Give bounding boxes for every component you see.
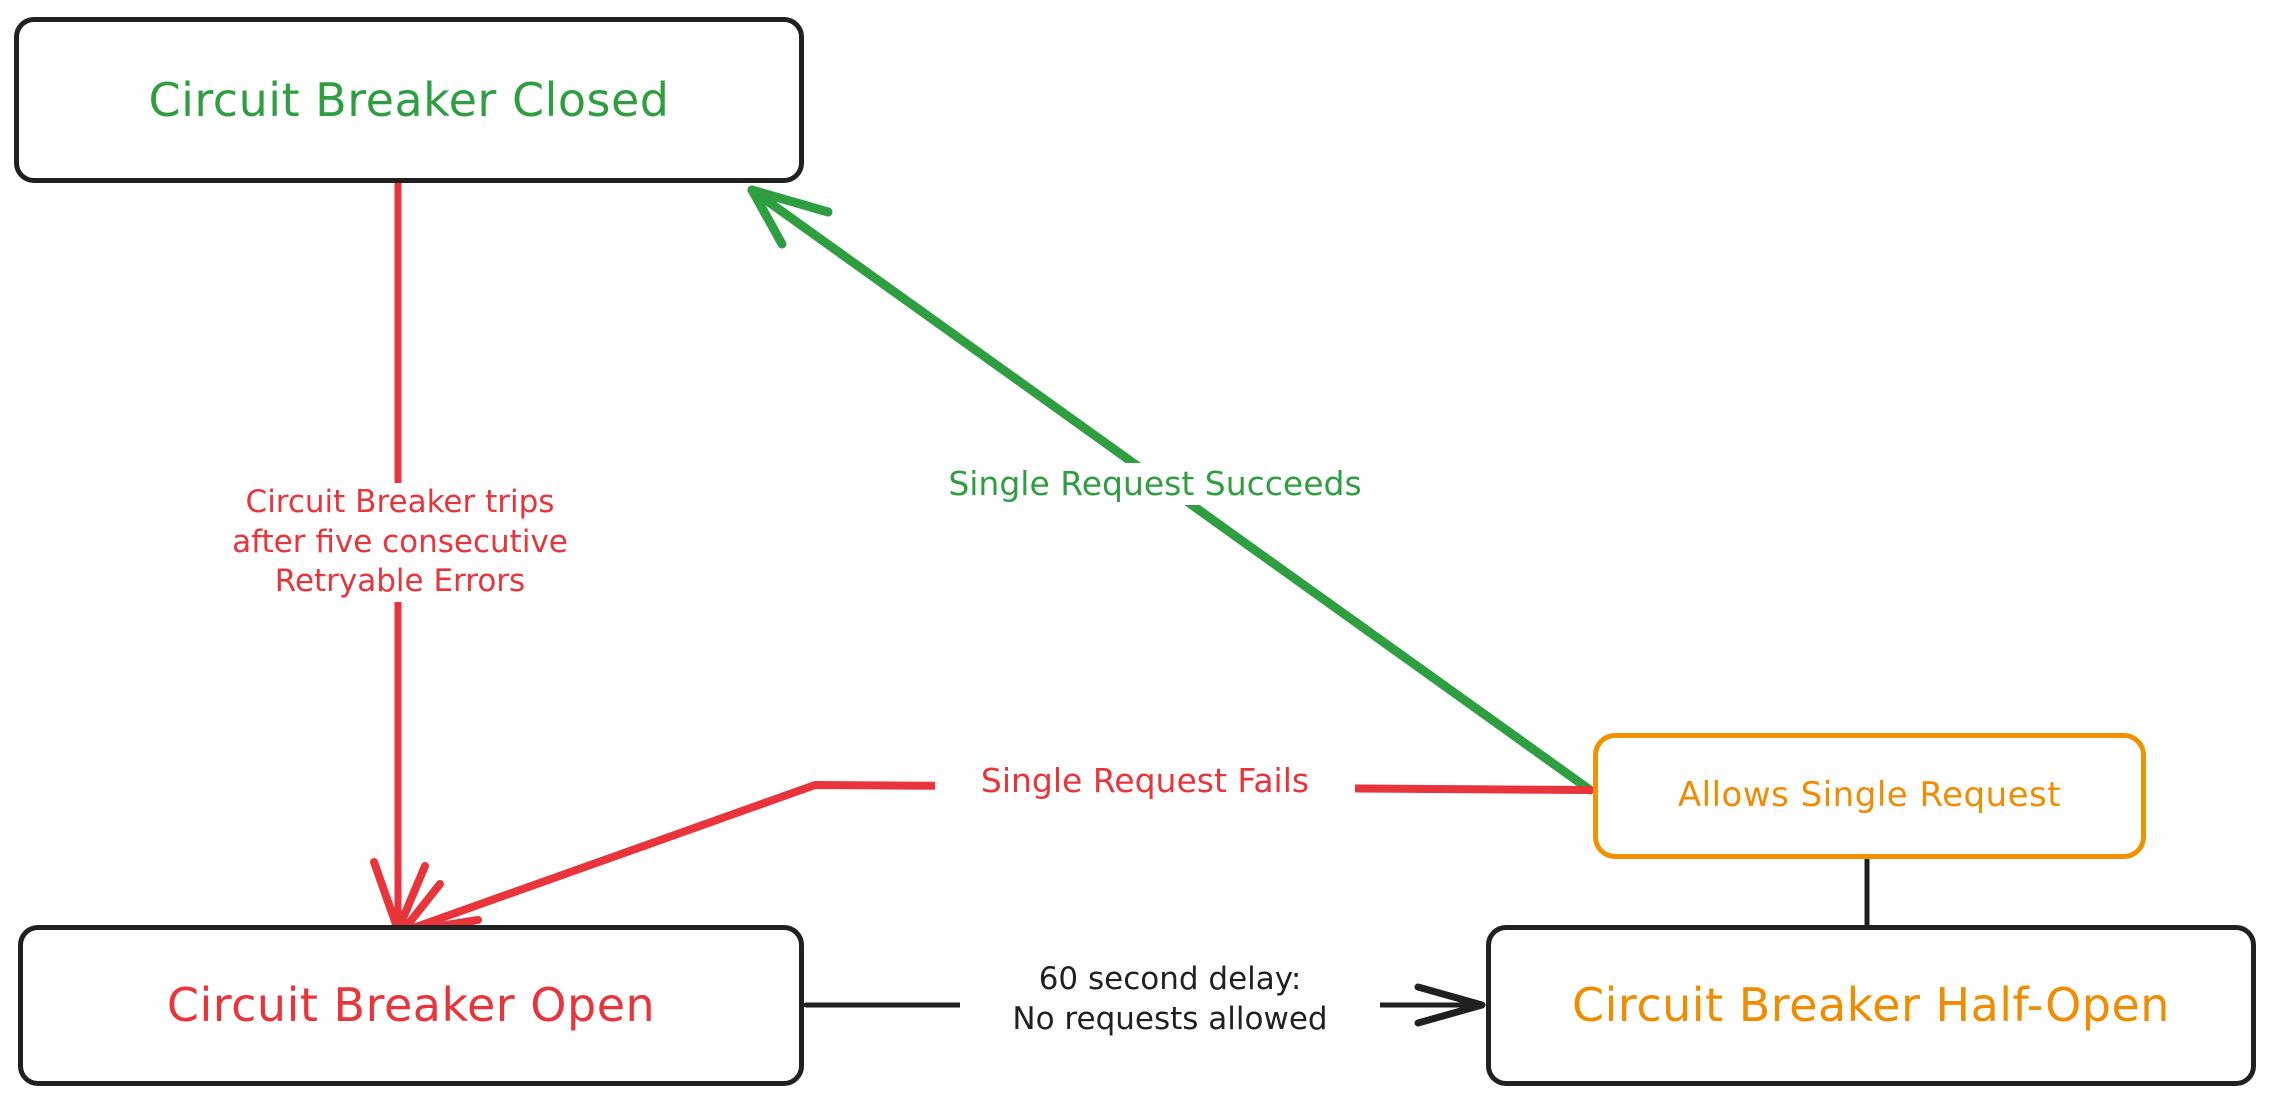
node-label-open: Circuit Breaker Open [166,978,656,1033]
edge-label-sixty-second-delay: 60 second delay: No requests allowed [960,960,1380,1040]
node-allows-single-request[interactable]: Allows Single Request [1593,733,2146,859]
edge-label-single-request-succeeds: Single Request Succeeds [905,463,1405,506]
edge-label-single-request-fails: Single Request Fails [935,760,1355,803]
node-circuit-breaker-closed[interactable]: Circuit Breaker Closed [14,17,804,183]
node-circuit-breaker-half-open[interactable]: Circuit Breaker Half-Open [1486,925,2256,1086]
edge-fails [398,781,1594,936]
edge-label-trips: Circuit Breaker trips after five consecu… [170,483,630,603]
node-label-allows-single-request: Allows Single Request [1677,775,2062,816]
node-label-closed: Circuit Breaker Closed [148,72,670,127]
node-circuit-breaker-open[interactable]: Circuit Breaker Open [18,925,804,1086]
node-label-half-open: Circuit Breaker Half-Open [1572,978,2170,1033]
